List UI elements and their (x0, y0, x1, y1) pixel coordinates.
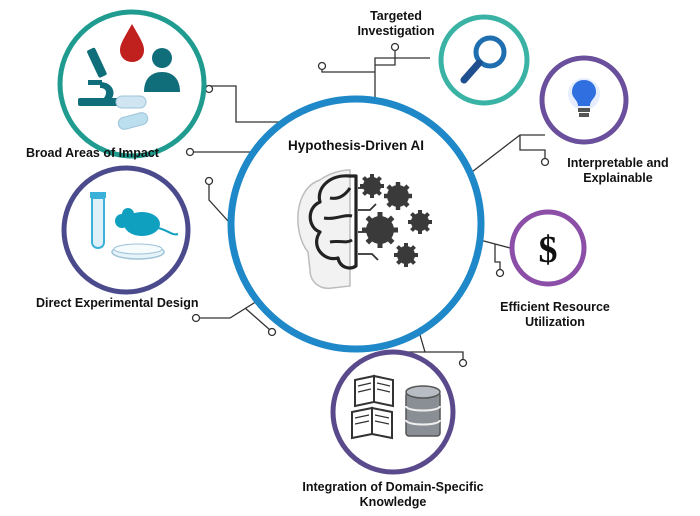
dollar-icon: $ (539, 229, 558, 271)
label-targeted: Targeted Investigation (357, 9, 435, 38)
brain-gears-icon (297, 169, 379, 290)
label-integration: Integration of Domain-Specific Knowledge (302, 480, 484, 509)
gear-icon (384, 182, 412, 210)
magnifier-icon (460, 35, 507, 84)
connector-targeted-b (321, 62, 375, 73)
gears (360, 174, 432, 267)
label-experimental: Direct Experimental Design (36, 296, 199, 310)
gear-icon (362, 212, 398, 248)
connector-experimental-c (244, 307, 271, 331)
connector-dot (267, 327, 277, 337)
database-icon (405, 385, 441, 437)
gear-icon (408, 210, 432, 234)
gear-icon (360, 174, 384, 198)
brain-lobes (308, 174, 358, 270)
petri-dish-icon (111, 243, 165, 260)
connector-broad-areas (196, 85, 292, 123)
connector-dot (390, 42, 400, 52)
book-icon (351, 374, 394, 440)
label-efficient: Efficient Resource Utilization (500, 300, 610, 329)
label-broad-areas: Broad Areas of Impact (26, 146, 159, 160)
test-tube-icon (90, 192, 106, 249)
connector-dot (540, 157, 550, 167)
node-ring-broad-areas (57, 9, 207, 159)
microscope-icon (78, 47, 122, 106)
pill-icon (115, 95, 149, 130)
mouse-icon (115, 208, 179, 236)
person-icon (144, 48, 180, 92)
connector-dot (191, 313, 201, 323)
gear-icon (394, 243, 418, 267)
connector-dot (204, 176, 214, 186)
node-ring-efficient (509, 209, 587, 287)
node-ring-experimental (61, 165, 191, 295)
connector-interpretable (467, 134, 545, 176)
connector-dot (317, 61, 327, 71)
connector-dot (204, 84, 214, 94)
lightbulb-icon (568, 78, 600, 117)
connector-dot (495, 268, 505, 278)
connector-efficient-b (494, 244, 501, 270)
label-interpretable: Interpretable and Explainable (567, 156, 669, 185)
connector-dot (185, 147, 195, 157)
center-title: Hypothesis-Driven AI (287, 138, 425, 153)
connector-dot (458, 358, 468, 368)
connector-interpretable-b (519, 135, 546, 158)
connector-targeted-c (375, 50, 396, 66)
blood-drop-icon (120, 24, 144, 62)
connector-experimental-b (200, 297, 263, 319)
